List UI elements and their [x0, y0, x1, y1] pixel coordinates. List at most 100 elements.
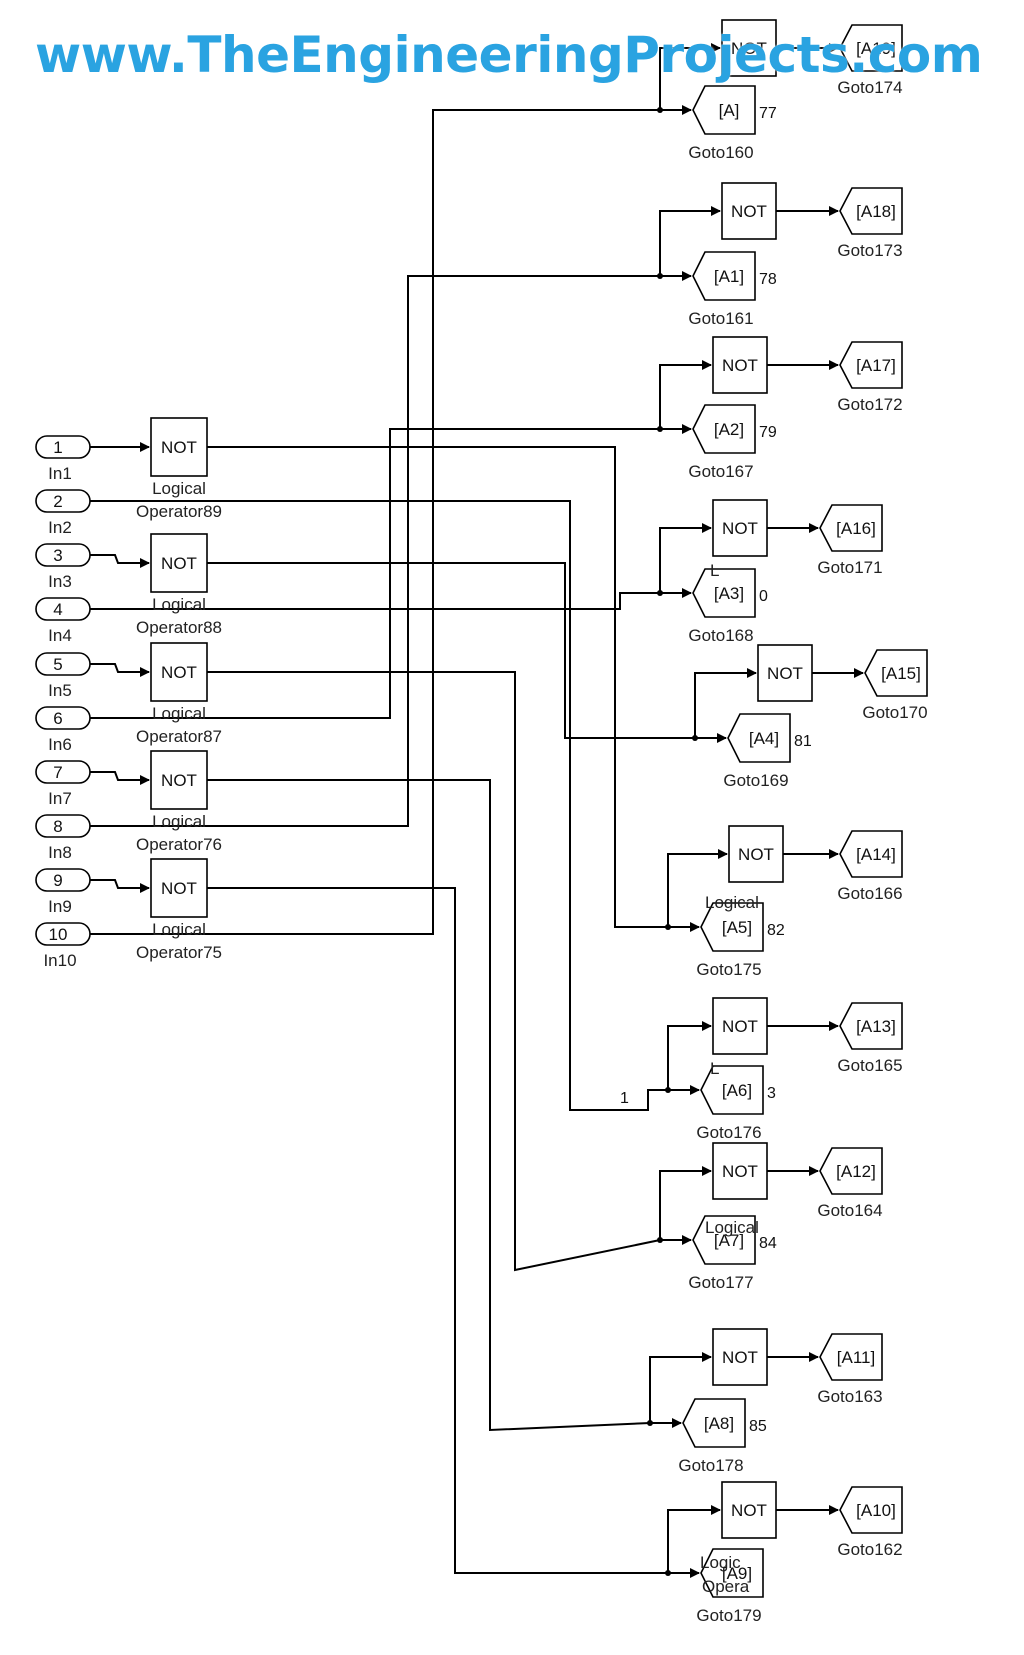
inport-label: In10	[43, 951, 76, 970]
goto-tag-text: [A17]	[856, 356, 896, 375]
inport-label: In2	[48, 518, 72, 537]
inport-label: In9	[48, 897, 72, 916]
goto-tag-text: [A7]	[714, 1231, 744, 1250]
logical-operator-not	[712, 499, 768, 557]
not-label: NOT	[731, 1501, 767, 1520]
goto-tag-text: [A9]	[722, 1564, 752, 1583]
label-fragment: 0	[759, 588, 768, 605]
goto-tag	[700, 1548, 764, 1598]
goto-tag	[692, 85, 756, 135]
signal-line	[90, 592, 660, 610]
goto-tag-text: [A5]	[722, 918, 752, 937]
goto-tag	[839, 187, 903, 235]
label-fragment: 79	[759, 424, 777, 441]
goto-tag	[692, 251, 756, 301]
label-fragment: 82	[767, 922, 785, 939]
block-label: Logical	[152, 920, 206, 939]
goto-tag	[819, 1147, 883, 1195]
goto-label: Goto166	[837, 884, 902, 903]
block-label: Operator76	[136, 835, 222, 854]
logical-operator-not	[728, 825, 784, 883]
branch-line	[667, 1505, 721, 1573]
goto-tag-text: [A13]	[856, 1017, 896, 1036]
goto-tag-text: [A8]	[704, 1414, 734, 1433]
inport-number: 4	[53, 600, 62, 619]
goto-tag-text: [A6]	[722, 1081, 752, 1100]
goto-label: Goto161	[688, 309, 753, 328]
goto-tag-text: [A2]	[714, 420, 744, 439]
goto-label: Goto170	[862, 703, 927, 722]
not-label: NOT	[738, 845, 774, 864]
goto-tag	[692, 568, 756, 618]
stray-label: Logical	[705, 893, 759, 912]
goto-tag	[864, 649, 928, 697]
logical-operator-not	[150, 417, 208, 477]
inport-label: In4	[48, 626, 72, 645]
goto-tag	[839, 24, 903, 72]
signal-line	[207, 562, 695, 739]
logical-operator-not	[721, 182, 777, 240]
inport-label: In7	[48, 789, 72, 808]
signal-line	[207, 671, 661, 1272]
goto-tag	[727, 713, 791, 763]
goto-tag	[839, 1486, 903, 1534]
not-label: NOT	[767, 664, 803, 683]
goto-tag-text: [A1]	[714, 267, 744, 286]
goto-tag	[839, 1002, 903, 1050]
inport-9	[35, 868, 91, 892]
goto-label: Goto175	[696, 960, 761, 979]
stray-label: Opera	[702, 1577, 750, 1596]
goto-tag-text: [A18]	[856, 202, 896, 221]
label-fragment: 78	[759, 271, 777, 288]
logical-operator-not	[150, 533, 208, 593]
not-label: NOT	[722, 519, 758, 538]
inport-8	[35, 814, 91, 838]
inport-number: 8	[53, 817, 62, 836]
not-label: NOT	[161, 663, 197, 682]
label-fragment: 3	[767, 1085, 776, 1102]
goto-tag-text: [A11]	[837, 1348, 875, 1367]
blocks: 12345678910NOTNOTNOTNOTNOTNOT[A19][A]NOT…	[35, 19, 928, 1598]
inport-label: In5	[48, 681, 72, 700]
block-label: Operator87	[136, 727, 222, 746]
inport-number: 2	[53, 492, 62, 511]
goto-tag	[682, 1398, 746, 1448]
logical-operator-not	[150, 642, 208, 702]
goto-label: Goto179	[696, 1606, 761, 1625]
logical-operator-not	[721, 1481, 777, 1539]
branch-line	[649, 1352, 712, 1423]
branch-line	[659, 1166, 712, 1240]
branch-line	[659, 43, 721, 110]
signal-line	[90, 879, 150, 893]
goto-tag	[700, 1065, 764, 1115]
goto-label: Goto178	[678, 1456, 743, 1475]
goto-tag-text: [A3]	[714, 584, 744, 603]
goto-label: Goto169	[723, 771, 788, 790]
block-label: Logical	[152, 704, 206, 723]
signal-line	[207, 887, 668, 1574]
branch-line	[694, 668, 757, 738]
goto-label: Goto177	[688, 1273, 753, 1292]
signal-line	[90, 500, 668, 1111]
inport-number: 9	[53, 871, 62, 890]
logical-operator-not	[712, 336, 768, 394]
not-label: NOT	[722, 1017, 758, 1036]
inport-10	[35, 922, 91, 946]
label-fragment: 77	[759, 105, 777, 122]
goto-label: Goto168	[688, 626, 753, 645]
inport-number: 6	[53, 709, 62, 728]
branch-line	[667, 1021, 712, 1090]
goto-tag	[819, 504, 883, 552]
branch-line	[667, 849, 728, 927]
inport-6	[35, 706, 91, 730]
goto-label: Goto162	[837, 1540, 902, 1559]
labels: In1In2In3In4In5In6In7In8In9In10LogicalOp…	[43, 78, 927, 1625]
inport-number: 3	[53, 546, 62, 565]
logical-operator-not	[150, 858, 208, 918]
block-label: Logical	[152, 479, 206, 498]
inport-label: In6	[48, 735, 72, 754]
stray-label: Logic	[700, 1553, 741, 1572]
goto-label: Goto174	[837, 78, 902, 97]
not-label: NOT	[722, 1348, 758, 1367]
not-label: NOT	[161, 771, 197, 790]
